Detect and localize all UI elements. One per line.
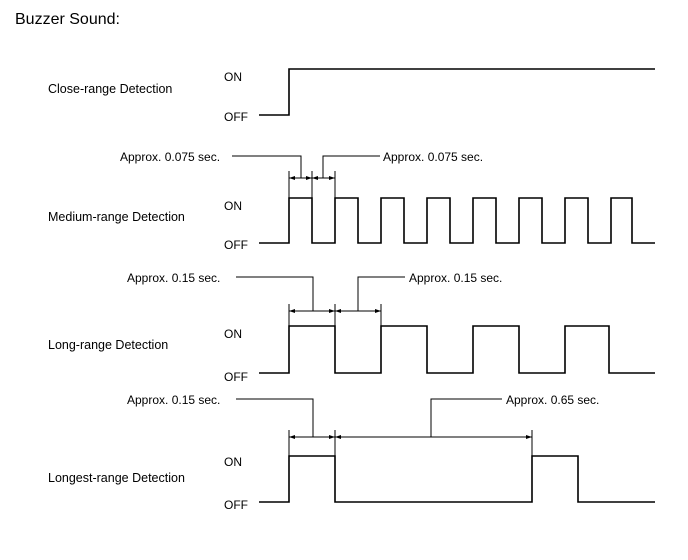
long-dimension-ticks [288,304,382,326]
close-range-waveform [259,68,655,116]
medium-arrowhead [312,176,318,180]
row-long-range: Approx. 0.15 sec. Approx. 0.15 sec. Long… [48,271,655,384]
row-close-range: Close-range Detection ON OFF [48,68,655,124]
longest-arrowhead [526,435,532,439]
off-level-label: OFF [224,498,248,512]
medium-dimension-ticks [288,171,336,198]
row-label-long-range: Long-range Detection [48,338,168,352]
off-level-label: OFF [224,238,248,252]
long-arrowhead [335,309,341,313]
medium-arrowhead [306,176,312,180]
long-arrowhead [329,309,335,313]
long-range-waveform [259,325,655,374]
long-right-annotation: Approx. 0.15 sec. [409,271,502,285]
row-label-close-range: Close-range Detection [48,82,172,96]
on-level-label: ON [224,455,242,469]
on-level-label: ON [224,70,242,84]
row-label-longest-range: Longest-range Detection [48,471,185,485]
medium-arrowhead [329,176,335,180]
long-right-leader [357,276,405,311]
longest-left-annotation: Approx. 0.15 sec. [127,393,220,407]
medium-range-waveform [259,197,655,244]
long-left-leader [236,276,314,311]
medium-arrowhead [289,176,295,180]
medium-right-annotation: Approx. 0.075 sec. [383,150,483,164]
longest-range-waveform [259,455,655,503]
off-level-label: OFF [224,370,248,384]
long-arrowhead [375,309,381,313]
longest-right-annotation: Approx. 0.65 sec. [506,393,599,407]
medium-right-leader [322,155,380,178]
row-longest-range: Approx. 0.15 sec. Approx. 0.65 sec. Long… [48,393,655,512]
longest-arrowhead [289,435,295,439]
medium-left-annotation: Approx. 0.075 sec. [120,150,220,164]
row-label-medium-range: Medium-range Detection [48,210,185,224]
row-medium-range: Approx. 0.075 sec. Approx. 0.075 sec. Me… [48,150,655,252]
on-level-label: ON [224,199,242,213]
longest-dimension-ticks [288,430,533,456]
longest-right-leader [430,398,502,437]
long-arrowhead [289,309,295,313]
longest-left-leader [236,398,314,437]
medium-left-leader [232,155,302,178]
long-left-annotation: Approx. 0.15 sec. [127,271,220,285]
off-level-label: OFF [224,110,248,124]
page-title: Buzzer Sound: [15,11,120,28]
longest-arrowhead [329,435,335,439]
longest-arrowhead [335,435,341,439]
on-level-label: ON [224,327,242,341]
